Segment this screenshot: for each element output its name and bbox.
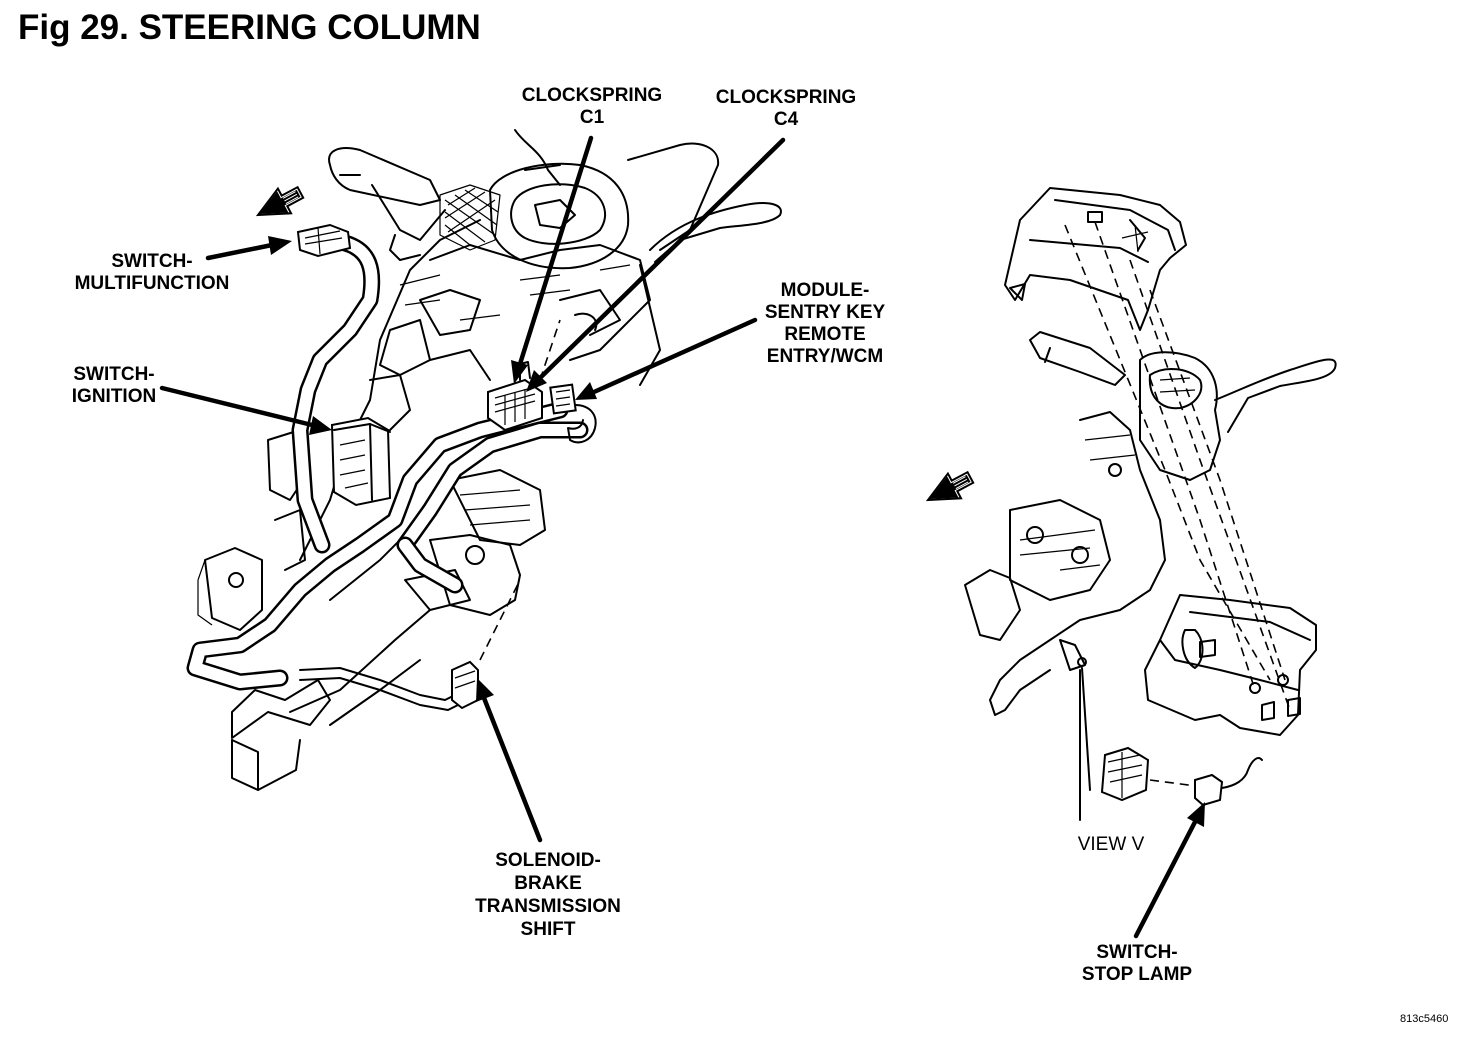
label-solenoid-brake: SOLENOID- BRAKE TRANSMISSION SHIFT <box>468 849 628 941</box>
figure-code: 813c5460 <box>1400 1013 1449 1025</box>
label-clockspring-c4-line1: CLOCKSPRING <box>715 87 857 108</box>
label-module-sentry-key-line1: MODULE- <box>780 280 870 301</box>
arrow-switch-multifunction <box>205 236 292 261</box>
label-view-v: VIEW V <box>1077 834 1145 855</box>
leader-arrows <box>159 135 1205 939</box>
arrow-switch-ignition <box>159 385 332 435</box>
label-switch-stop-lamp-line1: SWITCH- <box>1096 942 1178 963</box>
label-switch-stop-lamp-line2: STOP LAMP <box>1081 964 1193 985</box>
arrow-module-sentry-key <box>575 317 758 400</box>
label-clockspring-c4-line2: C4 <box>773 109 799 130</box>
arrow-clockspring-c1 <box>511 135 594 384</box>
label-solenoid-brake-line1: SOLENOID- <box>495 850 601 871</box>
arrow-clockspring-c4 <box>526 137 786 392</box>
label-module-sentry-key: MODULE- SENTRY KEY REMOTE ENTRY/WCM <box>752 280 898 368</box>
figure-title: Fig 29. STEERING COLUMN <box>18 8 481 47</box>
label-switch-ignition-line1: SWITCH- <box>73 364 155 385</box>
label-switch-multifunction-line1: SWITCH- <box>111 251 193 272</box>
left-column-assembly <box>186 129 782 791</box>
label-switch-ignition: SWITCH- IGNITION <box>58 364 170 408</box>
label-module-sentry-key-line4: ENTRY/WCM <box>766 346 884 367</box>
label-module-sentry-key-line3: REMOTE <box>784 324 866 345</box>
fwd-arrow-icon-right <box>925 470 975 502</box>
label-clockspring-c1-line1: CLOCKSPRING <box>521 85 663 106</box>
label-solenoid-brake-line2: BRAKE <box>514 873 582 894</box>
fwd-arrow-icon <box>255 185 305 217</box>
label-module-sentry-key-line2: SENTRY KEY <box>764 302 886 323</box>
label-switch-ignition-line2: IGNITION <box>71 386 157 407</box>
label-clockspring-c4: CLOCKSPRING C4 <box>702 87 870 131</box>
label-clockspring-c1-line2: C1 <box>579 107 605 128</box>
right-column-assembly <box>925 187 1337 821</box>
label-solenoid-brake-line4: SHIFT <box>520 919 576 940</box>
arrow-solenoid <box>476 678 543 843</box>
label-switch-multifunction: SWITCH- MULTIFUNCTION <box>62 251 242 295</box>
label-solenoid-brake-line3: TRANSMISSION <box>475 896 621 917</box>
label-clockspring-c1: CLOCKSPRING C1 <box>508 85 676 129</box>
label-switch-multifunction-line2: MULTIFUNCTION <box>74 273 230 294</box>
arrow-stop-lamp <box>1133 802 1205 939</box>
label-switch-stop-lamp: SWITCH- STOP LAMP <box>1062 942 1212 986</box>
